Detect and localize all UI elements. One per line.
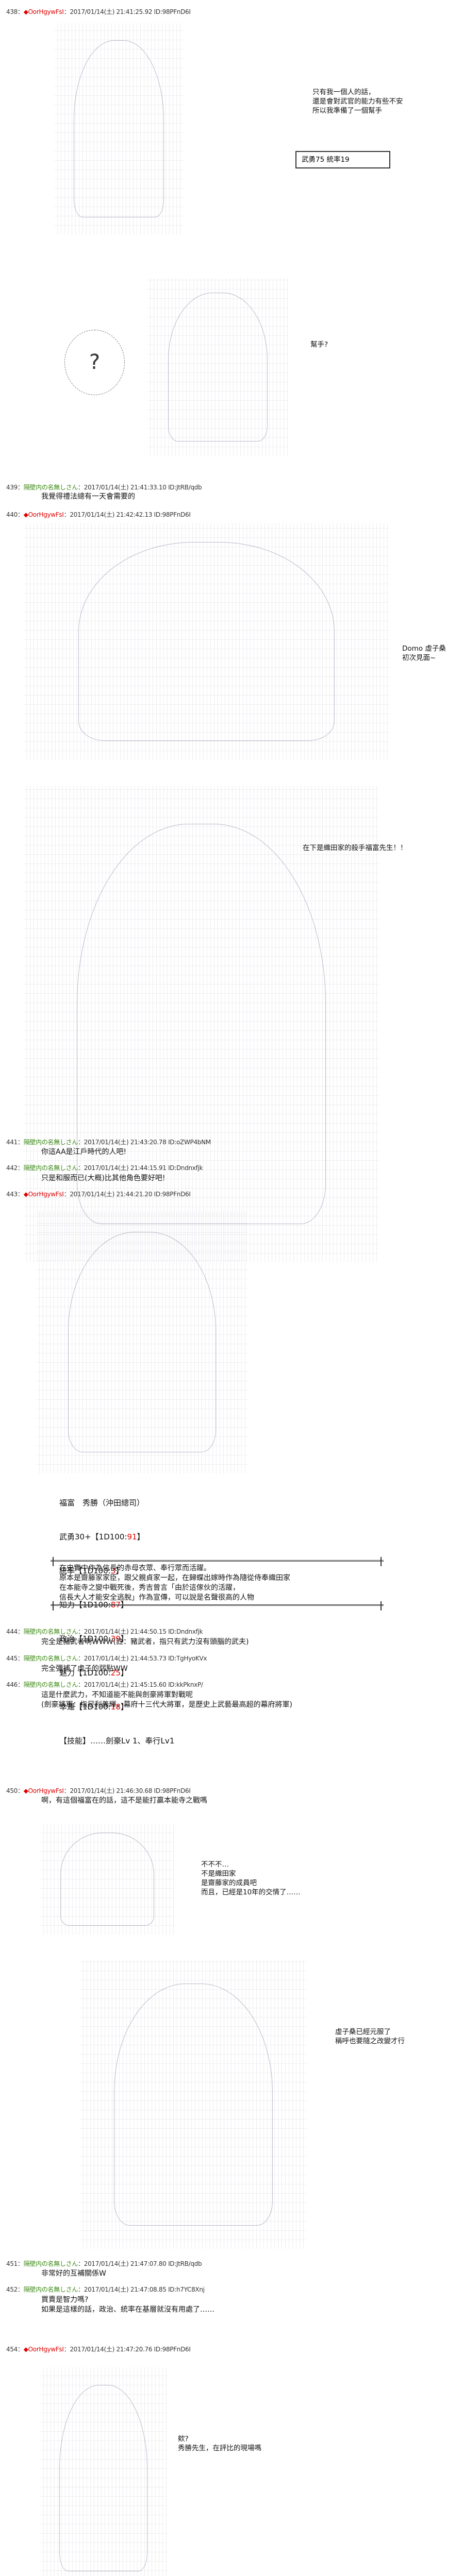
ascii-art-character bbox=[54, 23, 183, 234]
anon-name[interactable]: 隔壁内の名無しさん bbox=[23, 484, 78, 491]
speech-text: 幫手? bbox=[310, 341, 328, 349]
post-header-443: 443：◆OorHgywFsI：2017/01/14(土) 21:44:21.2… bbox=[6, 1191, 191, 1198]
post-body: 我覺得禮法總有一天會需要的 bbox=[41, 493, 135, 501]
ascii-art-character bbox=[147, 278, 289, 456]
post-header-441: 441：隔壁内の名無しさん：2017/01/14(土) 21:43:20.78 … bbox=[6, 1139, 211, 1146]
ascii-art-character bbox=[40, 1824, 174, 1935]
stat-row: 武勇30+【1D100:91】 bbox=[59, 1532, 145, 1541]
post-body: 完全彌補了虛子的弱點WW bbox=[41, 1665, 128, 1673]
tripcode-name[interactable]: ◆OorHgywFsI bbox=[23, 8, 64, 15]
post-date: 2017/01/14(土) 21:41:25.92 ID:98PFnD6I bbox=[70, 8, 191, 15]
character-name: 福富 秀勝（沖田總司） bbox=[59, 1498, 145, 1507]
stat-box: 武勇75 統率19 bbox=[295, 151, 390, 168]
speech-text: 欸? 秀勝先生，在評比的現場嗎 bbox=[178, 2435, 261, 2452]
ascii-art-character bbox=[80, 1960, 307, 2249]
post-header-440: 440：◆OorHgywFsI：2017/01/14(土) 21:42:42.1… bbox=[6, 511, 191, 518]
ascii-art-character bbox=[36, 1211, 247, 1473]
post-header-439: 439：隔壁内の名無しさん：2017/01/14(土) 21:41:33.10 … bbox=[6, 484, 202, 491]
speech-text: 在下是織田家的殺手福富先生！！ bbox=[303, 844, 407, 852]
speech-text: Domo 虛子桑 初次見面~ bbox=[402, 645, 446, 662]
stat-row: 魅力【1D100:25】 bbox=[59, 1668, 128, 1677]
post-header-442: 442：隔壁内の名無しさん：2017/01/14(土) 21:44:15.91 … bbox=[6, 1164, 203, 1172]
stat-row: 統率【1D100:3】 bbox=[59, 1566, 124, 1575]
post-body: 這是什麼武力，不知道能不能與劍豪將軍對戰呢 (劍豪將軍：指足利義輝，幕府十三代大… bbox=[41, 1691, 292, 1709]
post-header-452: 452：隔壁内の名無しさん：2017/01/14(土) 21:47:08.85 … bbox=[6, 2286, 205, 2293]
ascii-art-character bbox=[23, 523, 389, 760]
post-number: 438 bbox=[6, 8, 18, 15]
post-header-438: 438：◆OorHgywFsI：2017/01/14(土) 21:41:25.9… bbox=[6, 8, 191, 15]
post-header-445: 445：隔壁内の名無しさん：2017/01/14(土) 21:44:53.73 … bbox=[6, 1655, 207, 1662]
post-header-450: 450：◆OorHgywFsI：2017/01/14(土) 21:46:30.6… bbox=[6, 1787, 191, 1794]
ascii-art-character bbox=[40, 2367, 167, 2576]
post-body: 非常好的互補關係W bbox=[41, 2269, 106, 2278]
divider bbox=[51, 1557, 384, 1566]
skills: 【技能】……劍豪Lv 1、奉行Lv1 bbox=[59, 1736, 175, 1745]
post-header-451: 451：隔壁内の名無しさん：2017/01/14(土) 21:47:07.80 … bbox=[6, 2260, 202, 2267]
post-body: 完全是豬武者啊WWW(註：豬武者，指只有武力沒有頭腦的武夫) bbox=[41, 1638, 249, 1646]
question-bubble-icon: ? bbox=[64, 330, 125, 395]
speech-text: 不不不… 不是織田家 是齋藤家的成員吧 而且，已經是10年的交情了…… bbox=[201, 1860, 301, 1896]
history-note: 在史實中作為信長的赤母衣眾、奉行眾而活躍。 原本是齋籐家家臣，跟父親貞家一起，在… bbox=[59, 1564, 290, 1602]
speech-text: 虛子桑已經元服了 稱呼也要隨之改變才行 bbox=[335, 2028, 405, 2045]
stat-row: 政治【1D100:39】 bbox=[59, 1634, 128, 1643]
post-body: 啊，有這個福富在的話，這不是能打贏本能寺之戰嗎 bbox=[41, 1797, 207, 1805]
stat-sheet: 福富 秀勝（沖田總司） 武勇30+【1D100:91】 統率【1D100:3】 … bbox=[59, 1475, 174, 1758]
divider bbox=[51, 1601, 384, 1611]
post-body: 只是和服而已(大概)比其他角色要好吧! bbox=[41, 1174, 166, 1182]
post-body: 你這AA是江戶時代的人吧! bbox=[41, 1148, 127, 1156]
post-header-454: 454：◆OorHgywFsI：2017/01/14(土) 21:47:20.7… bbox=[6, 2346, 191, 2353]
ascii-art-character bbox=[23, 786, 379, 1262]
post-header-444: 444：隔壁内の名無しさん：2017/01/14(土) 21:44:50.15 … bbox=[6, 1628, 203, 1635]
speech-text: 只有我一個人的話， 還是會對武官的能力有些不安 所以我準備了一個幫手 bbox=[312, 88, 403, 115]
post-body: 買賣是智力嗎? 如果是這樣的話，政治、統率在基層就沒有用處了…… bbox=[41, 2296, 214, 2314]
post-header-446: 446：隔壁内の名無しさん：2017/01/14(土) 21:45:15.60 … bbox=[6, 1681, 203, 1688]
stat-row: 幸運【1D100:18】 bbox=[59, 1702, 128, 1711]
